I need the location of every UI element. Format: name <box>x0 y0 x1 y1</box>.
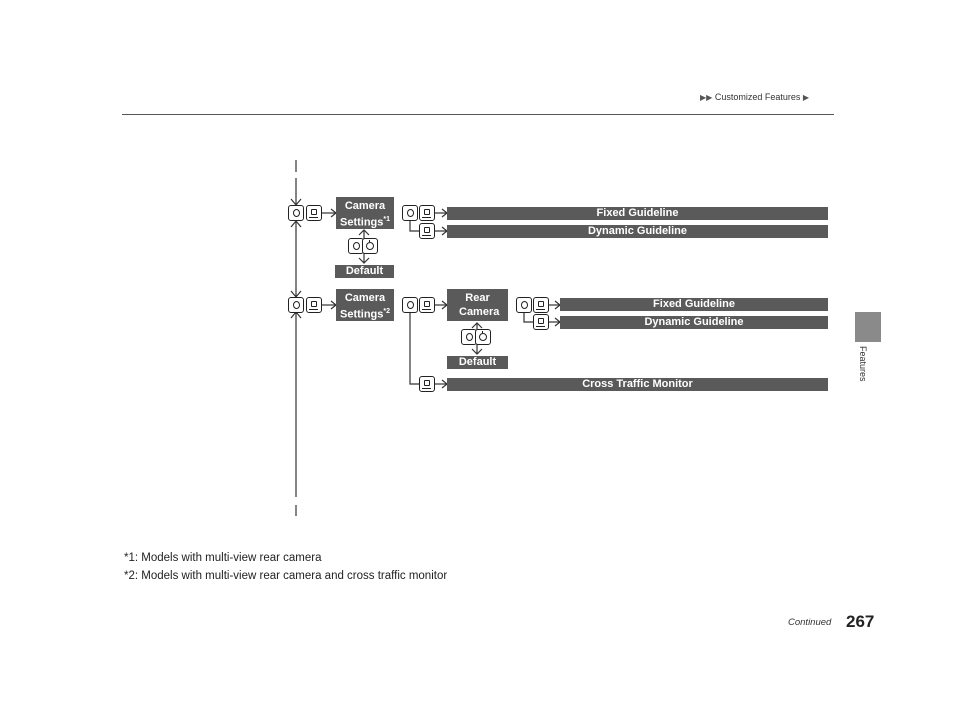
default-bar-1: Default <box>335 265 394 278</box>
breadcrumb-label: Customized Features <box>714 92 801 102</box>
camera-settings-box-2: Camera Settings*2 <box>336 289 394 321</box>
menu-button-icon <box>402 205 418 221</box>
menu-button-icon <box>348 238 364 254</box>
page-number: 267 <box>846 612 875 631</box>
selector-wheel-icon <box>419 223 435 239</box>
menu-button-icon <box>516 297 532 313</box>
cross-traffic-monitor-bar: Cross Traffic Monitor <box>447 378 828 391</box>
selector-wheel-icon <box>533 297 549 313</box>
menu-button-icon <box>402 297 418 313</box>
rear-camera-box: Rear Camera <box>447 289 508 321</box>
camera-settings-box-1: Camera Settings*1 <box>336 197 394 229</box>
header-rule <box>122 114 834 115</box>
selector-wheel-icon <box>306 297 322 313</box>
dynamic-guideline-bar-2: Dynamic Guideline <box>560 316 828 329</box>
breadcrumb-arrow-icon: ▶ <box>802 93 810 102</box>
section-tab <box>855 312 881 342</box>
selector-wheel-icon <box>533 314 549 330</box>
selector-wheel-icon <box>419 205 435 221</box>
fixed-guideline-bar-2: Fixed Guideline <box>560 298 828 311</box>
dynamic-guideline-bar-1: Dynamic Guideline <box>447 225 828 238</box>
selector-wheel-icon <box>419 376 435 392</box>
continued-label: Continued <box>788 617 832 628</box>
default-bar-2: Default <box>447 356 508 369</box>
footnote-2: *2: Models with multi-view rear camera a… <box>124 570 448 582</box>
footnote-1: *1: Models with multi-view rear camera <box>124 552 322 564</box>
selector-wheel-icon <box>419 297 435 313</box>
fixed-guideline-bar-1: Fixed Guideline <box>447 207 828 220</box>
selector-wheel-icon <box>475 329 491 345</box>
breadcrumb: ▶▶ Customized Features ▶ <box>700 92 809 102</box>
menu-button-icon <box>288 205 304 221</box>
menu-button-icon <box>288 297 304 313</box>
selector-wheel-icon <box>362 238 378 254</box>
breadcrumb-arrow-icon: ▶▶ <box>700 93 713 102</box>
selector-wheel-icon <box>306 205 322 221</box>
